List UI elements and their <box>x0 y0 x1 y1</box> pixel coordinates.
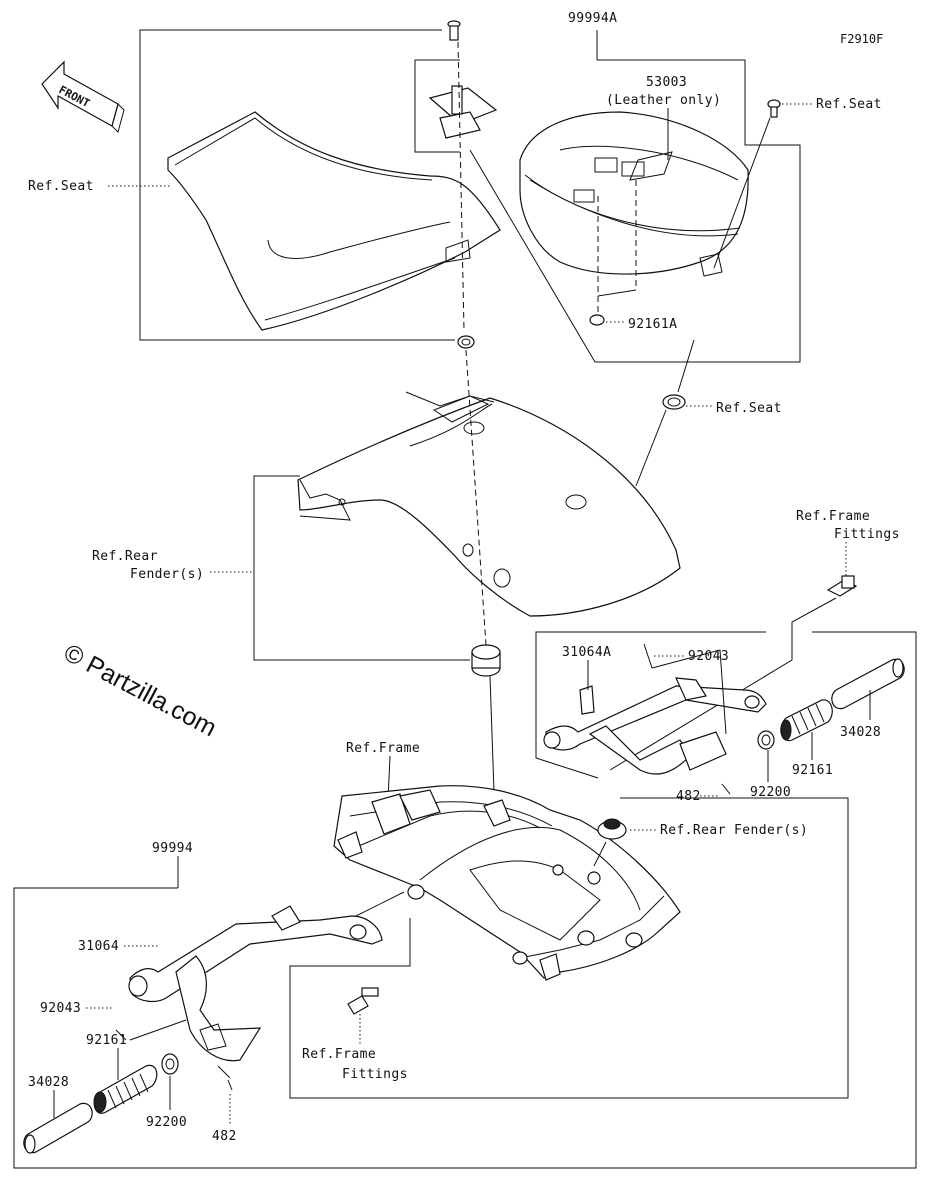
pin-92043-left <box>115 1029 127 1041</box>
front-direction-arrow-icon: FRONT <box>41 60 125 133</box>
label-92161-left: 92161 <box>86 1033 127 1048</box>
label-ref-frame-fittings-bottom-2: Fittings <box>342 1067 408 1082</box>
label-34028-left: 34028 <box>28 1075 69 1090</box>
label-ref-rear-fender-2: Fender(s) <box>130 567 204 582</box>
label-ref-frame-fittings-right-2: Fittings <box>834 527 900 542</box>
rear-seat <box>519 111 749 277</box>
rubber-mount-right <box>597 818 627 840</box>
front-seat <box>167 111 501 331</box>
label-ref-frame-fittings-bottom-1: Ref.Frame <box>302 1047 376 1062</box>
footpeg-right <box>831 658 905 710</box>
bolt-frame-fitting-right <box>826 575 858 597</box>
footpeg-left <box>23 1102 93 1154</box>
pin-92043-right <box>643 643 653 669</box>
label-leather-only: (Leather only) <box>606 93 721 108</box>
label-99994a: 99994A <box>568 11 617 26</box>
figure-id: F2910F <box>840 32 883 46</box>
footpeg-rubber-left <box>93 1064 158 1114</box>
watermark: © Partzilla.com <box>59 639 221 743</box>
label-ref-frame: Ref.Frame <box>346 741 420 756</box>
label-53003: 53003 <box>646 75 687 90</box>
label-92161-right: 92161 <box>792 763 833 778</box>
rear-subframe <box>333 785 681 981</box>
washer-92200-left <box>161 1053 179 1075</box>
bolt-99994a <box>447 20 461 41</box>
label-ref-rear-fender-1: Ref.Rear <box>92 549 158 564</box>
label-31064a: 31064A <box>562 645 611 660</box>
seat-group-bracket <box>139 29 455 341</box>
cotter-pin-482-right <box>721 783 731 795</box>
label-482-left: 482 <box>212 1129 237 1144</box>
washer-ref-seat-mid <box>662 394 686 410</box>
screw-ref-seat <box>767 99 781 118</box>
rubber-mount <box>471 644 501 677</box>
label-31064: 31064 <box>78 939 119 954</box>
rear-fender <box>297 391 681 617</box>
bolt-frame-fitting-bottom <box>347 987 379 1015</box>
label-99994: 99994 <box>152 841 193 856</box>
passenger-peg-bracket-right <box>543 677 767 775</box>
bracket-99994a <box>428 85 498 139</box>
label-34028-right: 34028 <box>840 725 881 740</box>
footpeg-rubber-right <box>780 699 833 742</box>
label-92043-left: 92043 <box>40 1001 81 1016</box>
label-92161a: 92161A <box>628 317 677 332</box>
label-ref-rear-fender-right: Ref.Rear Fender(s) <box>660 823 808 838</box>
label-482-right: 482 <box>676 789 701 804</box>
washer-seat-mount <box>457 335 475 349</box>
cotter-pin-482-left <box>227 1079 233 1091</box>
label-ref-seat-top-right: Ref.Seat <box>816 97 882 112</box>
passenger-peg-bracket-left <box>128 905 383 1062</box>
label-92200-right: 92200 <box>750 785 791 800</box>
label-ref-frame-fittings-right-1: Ref.Frame <box>796 509 870 524</box>
label-ref-seat-mid: Ref.Seat <box>716 401 782 416</box>
label-ref-seat-left: Ref.Seat <box>28 179 94 194</box>
label-92200-left: 92200 <box>146 1115 187 1130</box>
washer-92200-right <box>757 730 775 750</box>
label-92043-right: 92043 <box>688 649 729 664</box>
grommet-92161a <box>589 314 605 326</box>
